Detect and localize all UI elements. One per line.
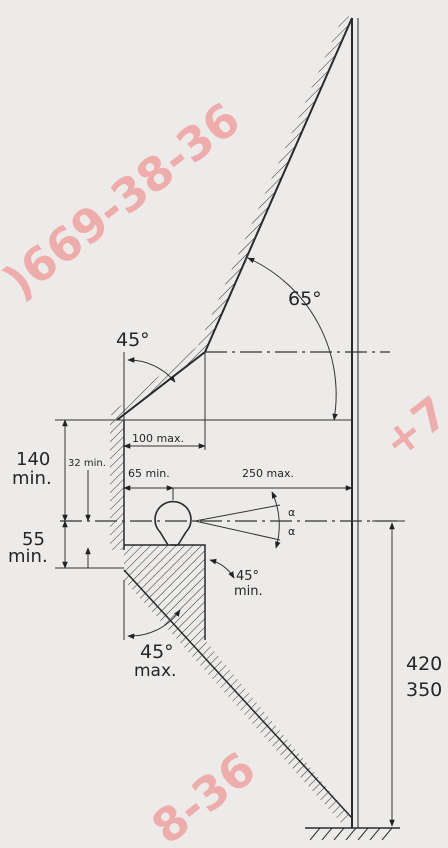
label-angle-lower-max-unit: max. (134, 661, 176, 681)
label-height-55-unit: min. (8, 546, 48, 567)
dimension-lines (55, 352, 405, 827)
label-height-420: 420 (406, 653, 442, 675)
label-height-350: 350 (406, 679, 442, 701)
label-offset-65: 65 min. (128, 467, 170, 480)
label-angle-lower-max: 45° (140, 641, 174, 663)
label-height-140-unit: min. (12, 468, 52, 489)
label-angle-ramp: 45° (116, 329, 150, 351)
label-angle-lower-min-unit: min. (234, 584, 263, 599)
label-angle-roof: 65° (288, 288, 322, 310)
vertical-reference-pole (305, 18, 400, 841)
tow-ball (154, 488, 192, 546)
diagram-labels: 65° 45° 100 max. 140 min. 32 min. 65 min… (8, 288, 442, 701)
angle-arcs (127, 257, 338, 640)
watermark-right: +7 (373, 387, 448, 469)
ground-hatch (309, 827, 393, 841)
label-angle-lower-min: 45° (236, 569, 259, 584)
watermark-top: )669-38-36 (0, 92, 250, 309)
label-reach-250: 250 max. (242, 467, 294, 480)
label-alpha-bottom: α (288, 525, 295, 538)
watermarks: )669-38-36 8-36 +7 (0, 92, 448, 848)
label-alpha-top: α (288, 506, 295, 519)
label-height-140: 140 (16, 449, 50, 470)
label-height-55: 55 (22, 529, 45, 550)
centre-lines (60, 351, 400, 541)
upper-body-slope (110, 14, 353, 421)
rear-wall (110, 420, 125, 550)
watermark-bottom: 8-36 (142, 741, 266, 848)
lower-bumper-ramp (123, 544, 353, 826)
label-offset-32: 32 min. (68, 458, 106, 469)
label-offset-100: 100 max. (132, 432, 184, 445)
